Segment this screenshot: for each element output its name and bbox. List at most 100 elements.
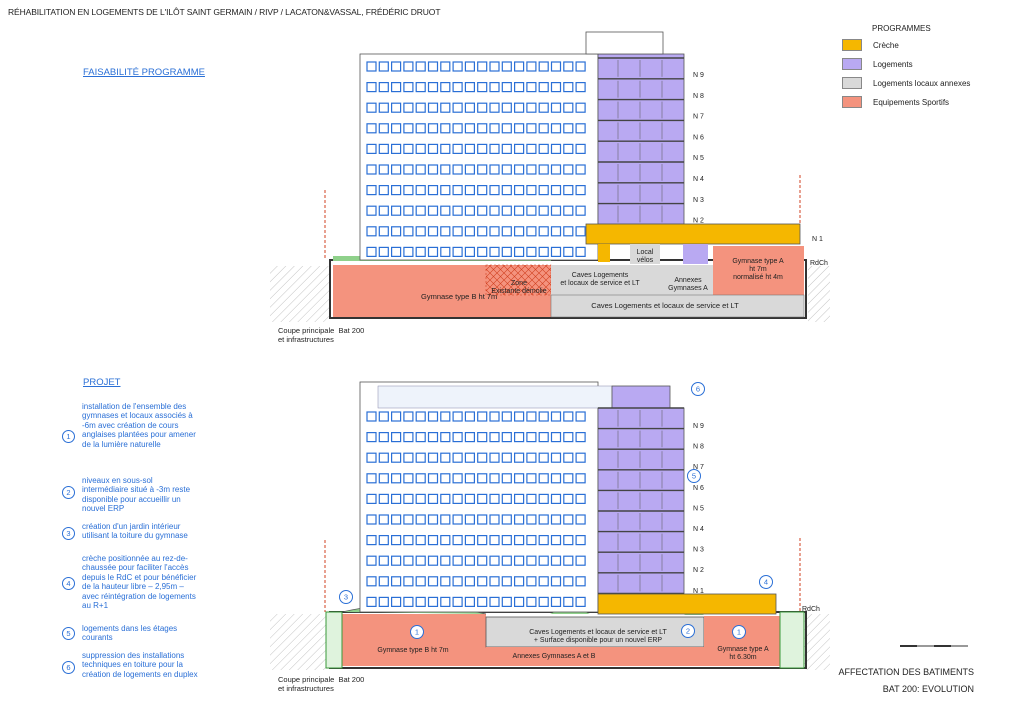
window — [513, 411, 525, 422]
projet-item-number: 2 — [62, 486, 75, 499]
callout-circle — [732, 625, 746, 639]
window — [427, 226, 439, 237]
window — [550, 432, 562, 443]
window — [415, 576, 426, 587]
window — [575, 534, 586, 546]
window — [415, 452, 426, 463]
window — [403, 534, 414, 546]
window — [403, 164, 414, 175]
window — [477, 164, 488, 175]
window — [575, 493, 586, 504]
window — [489, 576, 500, 587]
window — [415, 226, 426, 237]
window — [415, 514, 426, 525]
window — [378, 555, 389, 566]
label-annexes: Annexes Gymnases A et B — [513, 653, 596, 660]
window — [366, 493, 377, 504]
callout-number: 2 — [686, 627, 690, 636]
window — [501, 411, 512, 422]
window — [501, 205, 512, 216]
window — [538, 143, 549, 154]
window — [489, 555, 500, 566]
window — [391, 596, 402, 608]
window — [378, 205, 389, 216]
window — [403, 185, 414, 196]
window — [403, 514, 414, 525]
caves-erp-block — [485, 616, 705, 648]
window — [563, 514, 574, 525]
window — [477, 596, 488, 608]
window — [575, 473, 586, 484]
window — [464, 143, 475, 154]
window — [440, 102, 451, 113]
window — [464, 514, 475, 525]
window — [452, 123, 463, 134]
planted-court-right — [779, 611, 805, 669]
window — [378, 226, 389, 237]
ground-left — [270, 614, 326, 670]
window — [550, 123, 562, 134]
window — [575, 555, 586, 566]
window — [526, 205, 537, 216]
window — [464, 432, 475, 443]
window — [501, 226, 512, 237]
window — [538, 596, 549, 608]
window — [513, 493, 525, 504]
window — [575, 246, 586, 257]
window — [575, 205, 586, 216]
window — [526, 143, 537, 154]
window — [415, 164, 426, 175]
window — [440, 452, 451, 463]
window — [513, 473, 525, 484]
window — [391, 473, 402, 484]
window — [427, 164, 439, 175]
window — [477, 576, 488, 587]
callout-circle — [691, 382, 705, 396]
window — [477, 185, 488, 196]
window — [464, 102, 475, 113]
window — [366, 205, 377, 216]
window — [415, 596, 426, 608]
window — [464, 555, 475, 566]
window — [526, 576, 537, 587]
window — [440, 246, 451, 257]
window — [452, 61, 463, 72]
window — [403, 123, 414, 134]
window — [526, 514, 537, 525]
window — [452, 164, 463, 175]
window — [403, 205, 414, 216]
window — [440, 61, 451, 72]
window — [501, 81, 512, 93]
window — [513, 123, 525, 134]
window — [563, 164, 574, 175]
window — [550, 81, 562, 93]
window — [538, 81, 549, 93]
legend-swatch-equipements — [842, 96, 862, 108]
callout-number: 5 — [692, 472, 696, 481]
window — [526, 81, 537, 93]
projet-item-text: installation de l'ensemble des gymnases … — [82, 402, 196, 449]
window — [501, 534, 512, 546]
window — [427, 596, 439, 608]
window — [563, 102, 574, 113]
window — [464, 81, 475, 93]
window — [538, 226, 549, 237]
window — [550, 514, 562, 525]
window — [501, 185, 512, 196]
window — [550, 534, 562, 546]
window — [501, 493, 512, 504]
window — [501, 246, 512, 257]
window — [575, 81, 586, 93]
window — [513, 576, 525, 587]
legend-label-logements: Logements — [873, 59, 913, 69]
window — [415, 246, 426, 257]
callout-circle — [759, 575, 773, 589]
window — [575, 432, 586, 443]
callout-number: 4 — [764, 578, 768, 587]
window — [501, 452, 512, 463]
window — [526, 452, 537, 463]
window — [550, 61, 562, 72]
